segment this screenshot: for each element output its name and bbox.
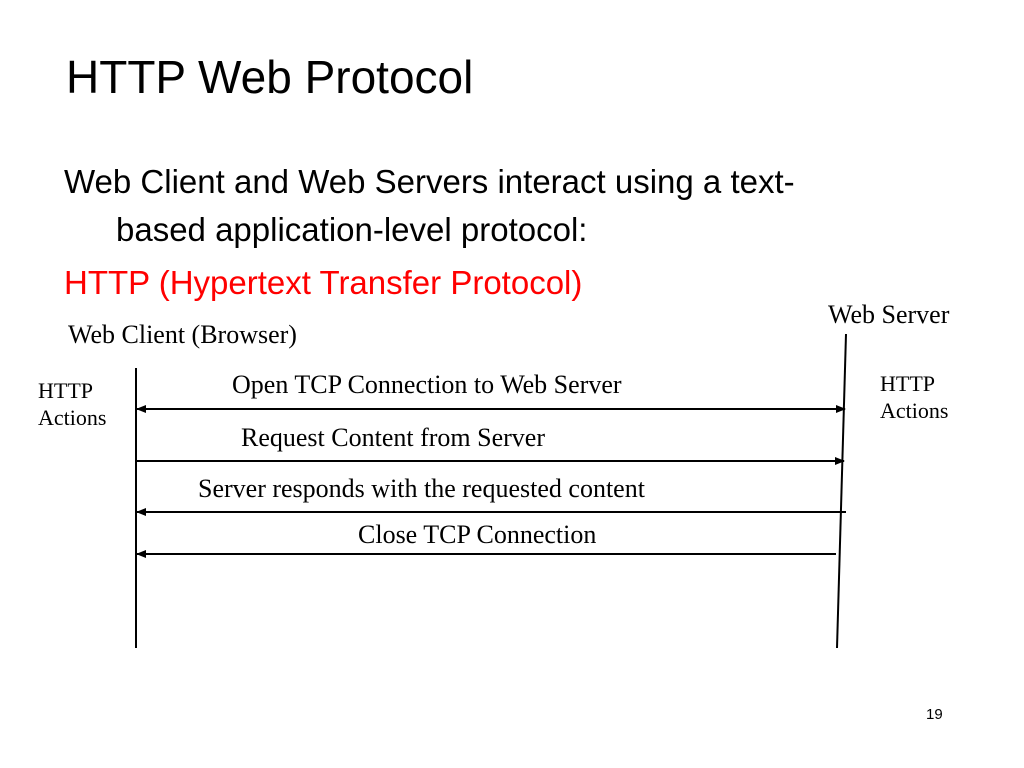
page-number: 19	[926, 706, 943, 723]
server-http-actions-label: HTTP Actions	[880, 371, 949, 423]
server-lifeline	[836, 333, 847, 649]
message-label-server-response: Server responds with the requested conte…	[198, 474, 645, 503]
client-http-actions-label: HTTP Actions	[38, 378, 107, 430]
bullet1-line2: based application-level protocol:	[116, 211, 588, 248]
bullet1-line1: Web Client and Web Servers interact usin…	[64, 163, 795, 200]
bullet-web-client-servers: Web Client and Web Servers interact usin…	[64, 158, 795, 254]
web-client-label: Web Client (Browser)	[68, 320, 297, 349]
bullet-http-definition: HTTP (Hypertext Transfer Protocol)	[64, 264, 583, 301]
message-label-request-content: Request Content from Server	[241, 423, 545, 452]
message-label-open-tcp: Open TCP Connection to Web Server	[232, 370, 622, 399]
message-label-close-tcp: Close TCP Connection	[358, 520, 597, 549]
web-server-label: Web Server	[828, 300, 950, 329]
slide-title: HTTP Web Protocol	[66, 51, 474, 103]
